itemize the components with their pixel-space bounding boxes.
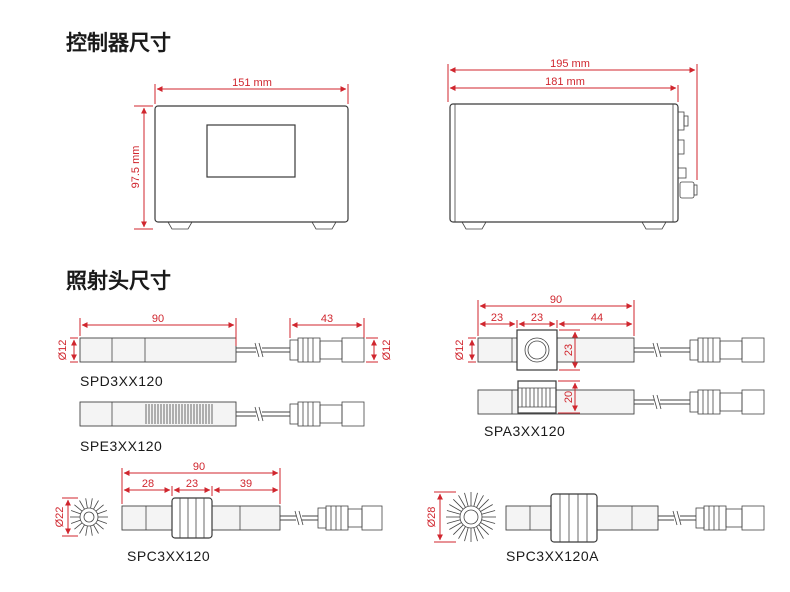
spa-diameter-label: Ø12 xyxy=(454,340,466,361)
spca-head-drawing: Ø28 SPC3XX120A xyxy=(426,491,765,564)
spd-model-label: SPD3XX120 xyxy=(80,373,163,389)
spa-seg2-label: 23 xyxy=(531,312,543,324)
side-body-label: 181 mm xyxy=(545,76,585,88)
front-height-label: 97.5 mm xyxy=(130,146,142,189)
spc-total-label: 90 xyxy=(193,461,205,473)
spc-seg3-label: 39 xyxy=(240,478,252,490)
spc-head-drawing: 90 28 23 39 Ø22 SPC3XX120 xyxy=(54,461,383,564)
head-section-title: 照射头尺寸 xyxy=(66,269,171,293)
spe-model-label: SPE3XX120 xyxy=(80,438,162,454)
spa-model-label: SPA3XX120 xyxy=(484,423,565,439)
front-width-label: 151 mm xyxy=(232,77,272,89)
spa-side-drawing: 20 SPA3XX120 xyxy=(477,380,765,439)
spa-block-height-label: 23 xyxy=(563,344,575,356)
spd-length-label: 90 xyxy=(152,313,164,325)
spa-head-drawing: 90 23 23 44 Ø12 23 xyxy=(454,294,765,371)
spa-seg1-label: 23 xyxy=(491,312,503,324)
side-total-label: 195 mm xyxy=(550,58,590,70)
spd-diameter-left-label: Ø12 xyxy=(57,340,69,361)
spd-head-drawing: 90 43 Ø12 Ø12 SPD3XX120 xyxy=(57,313,393,389)
spc-seg2-label: 23 xyxy=(186,478,198,490)
spca-model-label: SPC3XX120A xyxy=(506,548,599,564)
spd-connector-length-label: 43 xyxy=(321,313,333,325)
spa-base-height-label: 20 xyxy=(563,391,575,403)
controller-front-view: 151 mm 97.5 mm xyxy=(130,77,349,230)
controller-section-title: 控制器尺寸 xyxy=(66,31,171,55)
spa-seg3-label: 44 xyxy=(591,312,603,324)
spd-diameter-right-label: Ø12 xyxy=(381,340,393,361)
spc-diameter-label: Ø22 xyxy=(54,507,66,528)
spe-head-drawing: SPE3XX120 xyxy=(79,401,365,454)
spca-diameter-label: Ø28 xyxy=(426,507,438,528)
spc-seg1-label: 28 xyxy=(142,478,154,490)
spc-model-label: SPC3XX120 xyxy=(127,548,210,564)
spa-total-label: 90 xyxy=(550,294,562,306)
controller-side-view: 195 mm 181 mm xyxy=(447,58,698,230)
